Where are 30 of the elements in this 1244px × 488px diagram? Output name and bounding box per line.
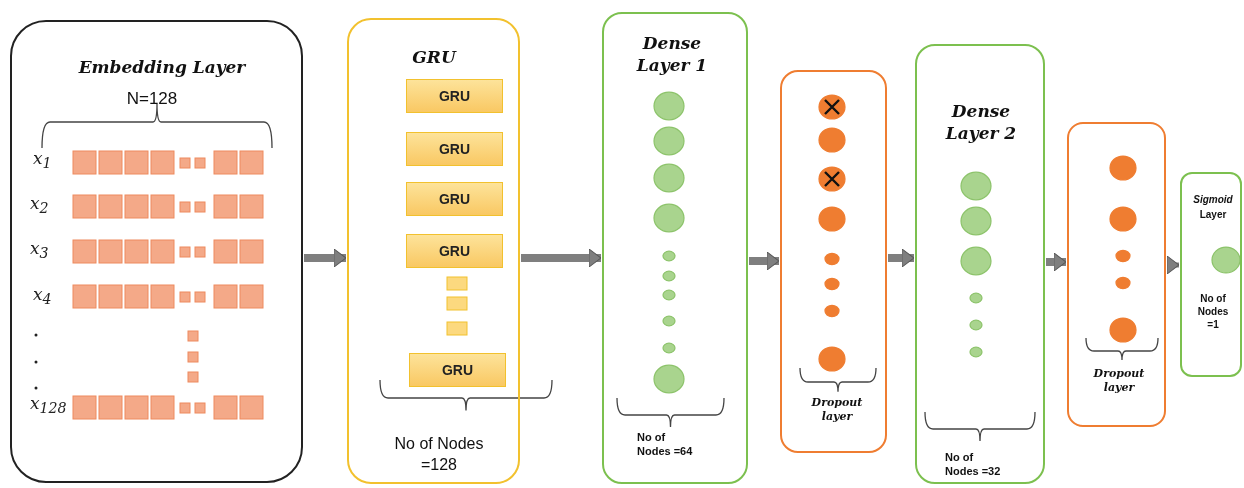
- node-count-label: No of Nodes =64: [637, 430, 694, 459]
- layer-box: [347, 18, 520, 484]
- node-count-label: No of Nodes =32: [945, 450, 1002, 479]
- layer-box: [780, 70, 887, 453]
- row-label: x$_{2}$: [30, 193, 49, 217]
- layer-box: [10, 20, 303, 483]
- row-label: x$_{4}$: [33, 284, 52, 308]
- layer-box: [602, 12, 748, 484]
- dimension-label: N=128: [125, 88, 179, 110]
- gru-cell: GRU: [406, 79, 503, 113]
- layer-box: [915, 44, 1045, 484]
- row-label: x$_{3}$: [30, 238, 49, 262]
- layer-title: Sigmoid Layer: [1192, 193, 1234, 222]
- layer-title: GRU: [411, 46, 458, 69]
- layer-title: Dense Layer 2: [944, 100, 1018, 145]
- layer-title: Dense Layer 1: [635, 32, 709, 77]
- layer-title: Dropout layer: [1092, 367, 1146, 396]
- block-arrow: [1166, 258, 1180, 272]
- row-label: x$_{128}$: [30, 393, 67, 417]
- gru-cell: GRU: [406, 132, 503, 166]
- gru-cell: GRU: [409, 353, 506, 387]
- layer-title: Dropout layer: [810, 396, 864, 425]
- gru-cell: GRU: [406, 182, 503, 216]
- layer-box: [1067, 122, 1166, 427]
- node-count-label: No of Nodes =1: [1196, 292, 1230, 331]
- gru-cell: GRU: [406, 234, 503, 268]
- layer-box: [1180, 172, 1242, 377]
- layer-title: Embedding Layer: [77, 56, 247, 79]
- node-count-label: No of Nodes =128: [393, 434, 485, 475]
- row-label: x$_{1}$: [33, 148, 52, 172]
